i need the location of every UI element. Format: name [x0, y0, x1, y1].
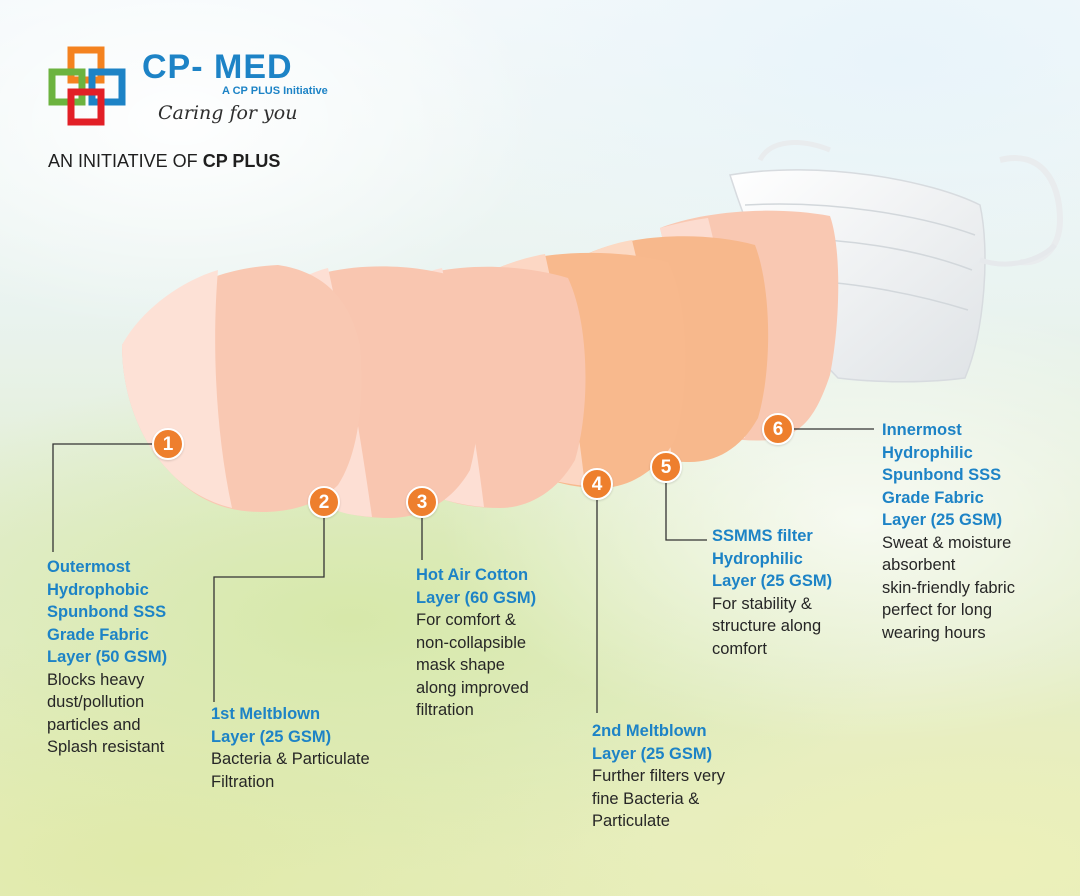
layer-3-desc-line: non-collapsible — [416, 633, 527, 652]
layer-6-title-line: Innermost — [882, 421, 962, 439]
layer-1-title-line: Grade Fabric — [47, 625, 149, 644]
layer-1-desc-line: dust/pollution — [47, 693, 145, 711]
layer-1-desc-line: particles and — [47, 715, 141, 734]
layer-2-title-line: Layer (25 GSM) — [211, 727, 332, 746]
leader-line-5 — [665, 483, 707, 541]
layer-1-title: Outermost Hydrophobic Spunbond SSS Grade… — [47, 556, 167, 669]
layer-4-desc-line: Particulate — [592, 812, 670, 830]
layer-1-desc-line: Blocks heavy — [47, 670, 145, 689]
layer-1-title-line: Outermost — [47, 558, 131, 576]
layer-3-title-line: Layer (60 GSM) — [416, 588, 537, 607]
layer-6-callout: Innermost Hydrophilic Spunbond SSS Grade… — [882, 419, 1015, 644]
layer-5-description: For stability & structure along comfort — [712, 593, 832, 661]
layer-6-title: Innermost Hydrophilic Spunbond SSS Grade… — [882, 419, 1015, 532]
layer-6-desc-line: Sweat & moisture — [882, 533, 1012, 552]
layer-4-desc-line: Further filters very — [592, 767, 725, 785]
layer-marker-6: 6 — [762, 413, 794, 445]
layer-2-title-line: 1st Meltblown — [211, 705, 321, 723]
initiative-line: AN INITIATIVE OF CP PLUS — [48, 152, 280, 170]
layer-2-callout: 1st Meltblown Layer (25 GSM) Bacteria & … — [211, 703, 370, 793]
leader-line-1 — [52, 443, 152, 552]
brand-name: CP- MED — [142, 48, 293, 86]
layer-2-desc-line: Filtration — [211, 772, 275, 791]
layer-marker-4: 4 — [581, 468, 613, 500]
layer-3-description: For comfort & non-collapsible mask shape… — [416, 609, 536, 722]
layer-1-title-line: Hydrophobic — [47, 580, 149, 599]
layer-4-title-line: 2nd Meltblown — [592, 722, 707, 740]
layer-6-title-line: Hydrophilic — [882, 443, 973, 462]
layer-6-desc-line: skin-friendly fabric — [882, 578, 1015, 597]
layer-1-callout: Outermost Hydrophobic Spunbond SSS Grade… — [47, 556, 167, 759]
layer-6-description: Sweat & moisture absorbent skin-friendly… — [882, 532, 1015, 645]
layer-3-desc-line: filtration — [416, 701, 474, 719]
layer-5-desc-line: comfort — [712, 639, 768, 658]
layer-2-title: 1st Meltblown Layer (25 GSM) — [211, 703, 370, 748]
layer-6-desc-line: absorbent — [882, 556, 956, 574]
layer-marker-2: 2 — [308, 486, 340, 518]
brand-subtitle: A CP PLUS Initiative — [222, 85, 328, 97]
layer-1-title-line: Spunbond SSS — [47, 603, 167, 621]
layer-marker-3: 3 — [406, 486, 438, 518]
initiative-name: CP PLUS — [202, 151, 281, 171]
layer-marker-1: 1 — [152, 428, 184, 460]
layer-5-title-line: SSMMS filter — [712, 527, 813, 545]
layer-4-title-line: Layer (25 GSM) — [592, 744, 713, 763]
layer-2-desc-line: Bacteria & Particulate — [211, 750, 370, 768]
layer-3-desc-line: mask shape — [416, 656, 505, 674]
layer-4-desc-line: fine Bacteria & — [592, 789, 700, 808]
layer-3-desc-line: For comfort & — [416, 611, 516, 629]
cp-med-logo-icon — [48, 46, 126, 126]
layer-3-title: Hot Air Cotton Layer (60 GSM) — [416, 564, 536, 609]
layer-5-title: SSMMS filter Hydrophilic Layer (25 GSM) — [712, 525, 832, 593]
layer-4-description: Further filters very fine Bacteria & Par… — [592, 765, 725, 833]
layer-6-title-line: Grade Fabric — [882, 488, 984, 507]
layer-6-desc-line: perfect for long — [882, 601, 993, 619]
layer-3-desc-line: along improved — [416, 678, 529, 697]
layer-5-callout: SSMMS filter Hydrophilic Layer (25 GSM) … — [712, 525, 832, 660]
layer-4-title: 2nd Meltblown Layer (25 GSM) — [592, 720, 725, 765]
layer-3-callout: Hot Air Cotton Layer (60 GSM) For comfor… — [416, 564, 536, 722]
layer-5-title-line: Layer (25 GSM) — [712, 572, 833, 590]
layer-6-desc-line: wearing hours — [882, 623, 986, 642]
layer-5-desc-line: For stability & — [712, 594, 812, 613]
layer-4-callout: 2nd Meltblown Layer (25 GSM) Further fil… — [592, 720, 725, 833]
layer-1-desc-line: Splash resistant — [47, 738, 165, 756]
layer-1-title-line: Layer (50 GSM) — [47, 648, 168, 666]
layer-5-title-line: Hydrophilic — [712, 549, 803, 568]
brand-tagline: Caring for you — [158, 102, 298, 124]
layer-5-desc-line: structure along — [712, 617, 822, 635]
layer-6-title-line: Spunbond SSS — [882, 466, 1002, 484]
layer-2-description: Bacteria & Particulate Filtration — [211, 748, 370, 793]
leader-line-2 — [213, 518, 325, 702]
layer-marker-5: 5 — [650, 451, 682, 483]
layer-6-title-line: Layer (25 GSM) — [882, 511, 1003, 529]
layer-1-description: Blocks heavy dust/pollution particles an… — [47, 669, 167, 759]
layer-3-title-line: Hot Air Cotton — [416, 566, 529, 584]
initiative-prefix: AN INITIATIVE OF — [48, 151, 198, 171]
